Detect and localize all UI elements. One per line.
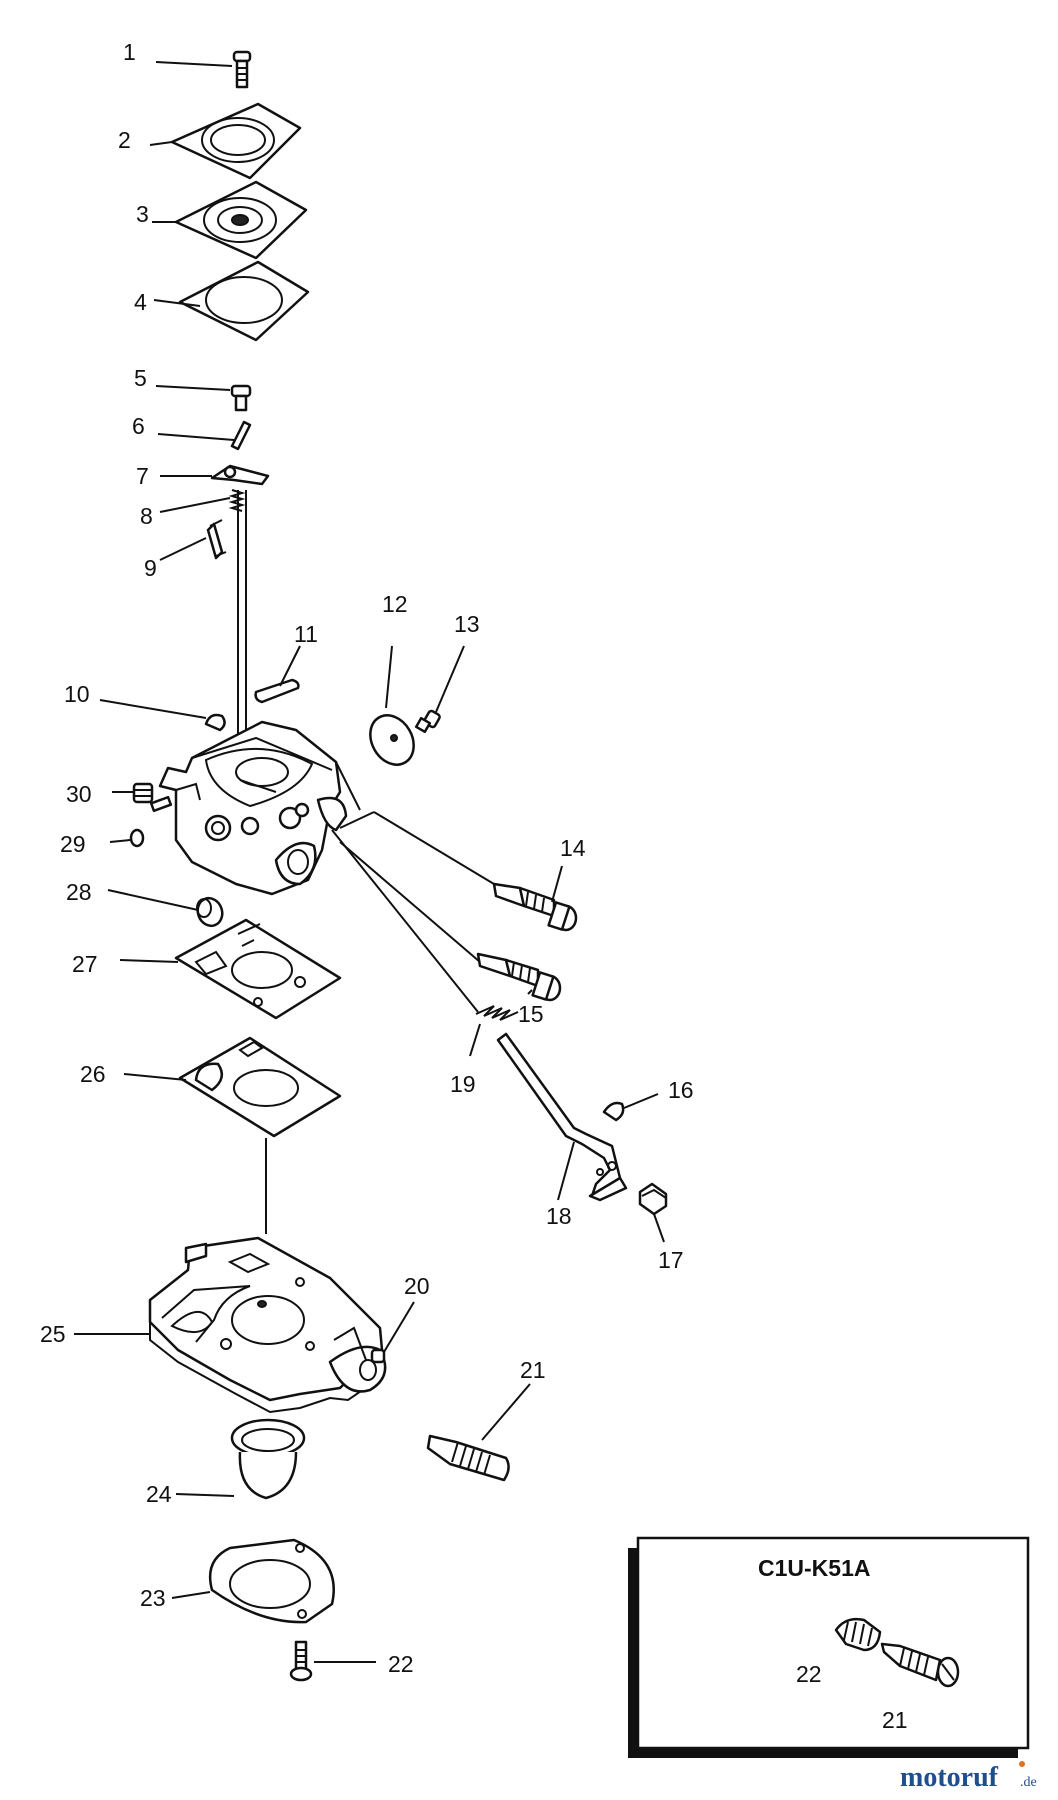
inset-part-21-screw: [880, 1642, 960, 1688]
callout-27: 26: [80, 1061, 106, 1087]
callout-6: 6: [132, 413, 145, 439]
callout-15: 15: [518, 1001, 544, 1027]
part-23-screw: [289, 1640, 313, 1682]
part-9-needle: [206, 519, 227, 560]
part-26-lower-body: [148, 1236, 387, 1414]
callout-17: 17: [658, 1247, 684, 1273]
part-16-clip: [602, 1101, 625, 1122]
inset-title: C1U-K51A: [758, 1555, 870, 1581]
callout-labels: 1 2 3 4 5 6 7 8 9 10 11 12 13 14 15 16 1…: [40, 39, 694, 1677]
part-14-mixture-screw: [492, 882, 578, 932]
part-29-cap: [196, 896, 224, 928]
callout-8: 8: [140, 503, 153, 529]
part-20-plug: [370, 1348, 386, 1364]
part-2-cover: [170, 102, 302, 180]
part-21-adjusting-screw: [426, 1434, 510, 1482]
callout-16: 16: [668, 1077, 694, 1103]
inset-c1u-k51a: C1U-K51A 22 21 21: [628, 1536, 1030, 1758]
callout-18: 18: [546, 1203, 572, 1229]
watermark-name: motoruf: [900, 1762, 999, 1793]
callout-25: 24: [146, 1481, 172, 1507]
part-5-screw: [230, 384, 252, 412]
part-18-choke-lever: [496, 1032, 628, 1202]
callout-21: 21: [520, 1357, 546, 1383]
part-11-key: [254, 678, 300, 704]
part-15-mixture-screw: [476, 952, 562, 1002]
part-27-diaphragm: [178, 1036, 342, 1138]
callout-14: 14: [560, 835, 586, 861]
callout-31: 30: [66, 781, 92, 807]
callout-1: 1: [123, 39, 136, 65]
part-1-screw: [232, 50, 252, 89]
part-31-plug: [132, 782, 154, 804]
watermark-suffix: .de: [1020, 1775, 1037, 1790]
callout-26: 25: [40, 1321, 66, 1347]
callout-2: 2: [118, 127, 131, 153]
callout-13: 13: [454, 611, 480, 637]
callout-28: 27: [72, 951, 98, 977]
inset-callout-21: 21: [882, 1707, 908, 1733]
callout-10: 10: [64, 681, 90, 707]
inset-part-22-spring: [834, 1617, 882, 1652]
part-25-primer-bulb: [230, 1418, 306, 1500]
part-4-gasket: [178, 260, 310, 342]
part-3-diaphragm: [174, 180, 308, 260]
callout-19: 19: [450, 1071, 476, 1097]
inset-callout-22: 22: [796, 1661, 822, 1687]
part-7-lever: [210, 464, 270, 486]
callout-12: 12: [382, 591, 408, 617]
part-24-retainer: [208, 1538, 335, 1624]
part-6-pin: [230, 420, 252, 451]
callout-11: 11: [294, 621, 318, 647]
motoruf-watermark: motoruf .de: [900, 1761, 1037, 1793]
callout-24: 23: [140, 1585, 166, 1611]
callout-23: 22: [388, 1651, 414, 1677]
callout-4: 4: [134, 289, 147, 315]
part-19-spring: [475, 1005, 519, 1021]
callout-7: 7: [136, 463, 149, 489]
callout-20: 20: [404, 1273, 430, 1299]
part-13-screw: [414, 709, 441, 734]
part-carburetor-body: [149, 720, 361, 896]
callout-29: 28: [66, 879, 92, 905]
part-17-nut: [638, 1182, 668, 1216]
callout-3: 3: [136, 201, 149, 227]
watermark-accent-dot: [1019, 1761, 1025, 1767]
part-10-clip: [204, 713, 226, 732]
callout-9: 9: [144, 555, 157, 581]
callout-5: 5: [134, 365, 147, 391]
callout-30: 29: [60, 831, 86, 857]
part-12-throttle-plate: [369, 714, 415, 766]
part-28-gasket: [174, 918, 342, 1020]
leader-lines: [74, 61, 921, 1701]
part-30-oring: [129, 828, 145, 848]
